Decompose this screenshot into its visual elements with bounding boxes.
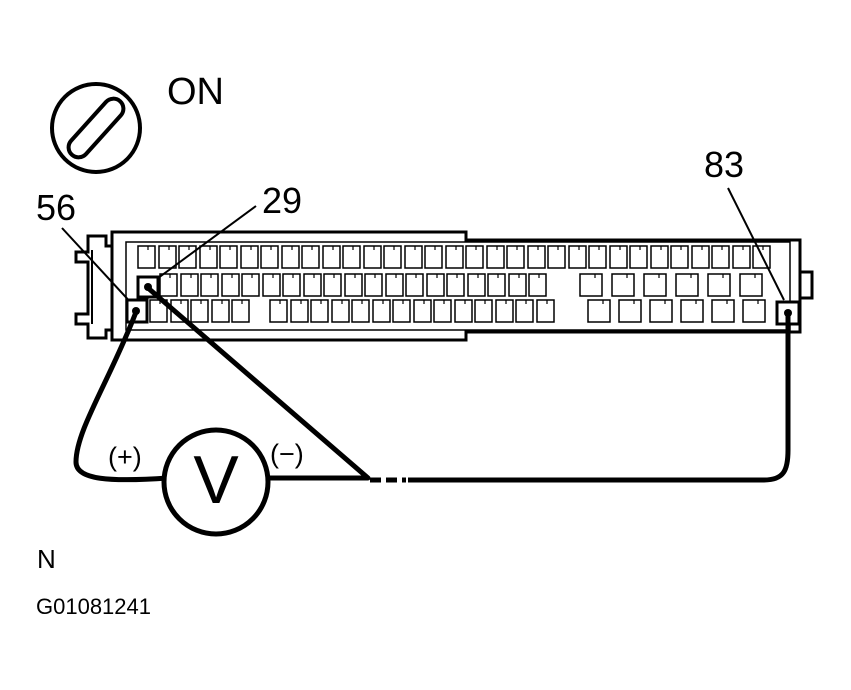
connector-cavity: [342, 245, 361, 269]
pin-label-29: 29: [262, 180, 303, 221]
connector-cavity: [618, 299, 642, 323]
negative-polarity-label: (−): [270, 439, 304, 469]
connector-cavity: [433, 299, 452, 323]
connector-cavity: [536, 299, 555, 323]
voltmeter-symbol: V: [193, 442, 239, 518]
connector-cavity: [260, 245, 279, 269]
connector-cavity: [629, 245, 648, 269]
voltmeter-icon: [161, 427, 271, 537]
connector-cavity: [385, 273, 404, 297]
connector-cavity: [445, 245, 464, 269]
connector-cavity: [691, 245, 710, 269]
connector-cavity: [587, 299, 611, 323]
connector-cavity: [515, 299, 534, 323]
connector-cavity: [219, 245, 238, 269]
connector-housing: [74, 230, 814, 342]
ignition-on-label: ON: [167, 71, 224, 113]
connector-cavity: [588, 245, 607, 269]
connector-cavity: [609, 245, 628, 269]
connector-cavity: [180, 273, 199, 297]
negative-test-lead: [146, 286, 371, 481]
pin-label-83: 83: [704, 144, 745, 185]
connector-cavity: [290, 299, 309, 323]
connector-cavity: [405, 273, 424, 297]
connector-cavity: [506, 245, 525, 269]
connector-cavity: [649, 299, 673, 323]
connector-cavity: [199, 245, 218, 269]
ignition-key-icon: [50, 82, 142, 174]
connector-cavity: [241, 273, 260, 297]
connector-cavity: [707, 273, 731, 297]
leader-line-29: [149, 205, 257, 285]
connector-cavity: [711, 245, 730, 269]
connector-cavity: [643, 273, 667, 297]
connector-cavity: [527, 245, 546, 269]
connector-cavity: [579, 273, 603, 297]
positive-test-lead: [73, 311, 169, 483]
connector-cavity: [742, 299, 766, 323]
connector-cavity: [392, 299, 411, 323]
connector-cavity: [331, 299, 350, 323]
connector-cavity: [404, 245, 423, 269]
connector-cavity: [650, 245, 669, 269]
connector-cavity: [487, 273, 506, 297]
connector-cavity: [680, 299, 704, 323]
connector-cavity: [568, 245, 587, 269]
connector-cavity: [508, 273, 527, 297]
leader-line-56: [61, 227, 135, 307]
connector-cavity: [323, 273, 342, 297]
connector-cavity: [732, 245, 751, 269]
connector-cavity: [486, 245, 505, 269]
connector-cavity: [351, 299, 370, 323]
connector-cavity: [372, 299, 391, 323]
connector-cavity: [240, 245, 259, 269]
connector-cavity: [711, 299, 735, 323]
connector-cavity: [454, 299, 473, 323]
connector-cavity: [231, 299, 250, 323]
connector-cavity: [670, 245, 689, 269]
connector-cavity: [363, 245, 382, 269]
code-letter: N: [37, 544, 56, 574]
positive-polarity-label: (+): [108, 442, 142, 472]
connector-cavity: [426, 273, 445, 297]
connector-cavity: [467, 273, 486, 297]
connector-cavity: [547, 245, 566, 269]
connector-cavity: [344, 273, 363, 297]
connector-cavities: [137, 245, 771, 323]
connector-cavity: [528, 273, 547, 297]
connector-cavity: [413, 299, 432, 323]
connector-cavity: [611, 273, 635, 297]
connector-cavity: [200, 273, 219, 297]
connector-cavity: [446, 273, 465, 297]
connector-cavity: [221, 273, 240, 297]
connector-cavity: [211, 299, 230, 323]
connector-cavity: [465, 245, 484, 269]
connector-cavity: [262, 273, 281, 297]
pin-label-56: 56: [36, 187, 77, 228]
ground-test-lead: [408, 313, 791, 483]
connector-cavity: [495, 299, 514, 323]
leader-line-83: [727, 187, 785, 301]
connector-cavity: [364, 273, 383, 297]
connector-cavity: [322, 245, 341, 269]
connector-cavity: [301, 245, 320, 269]
connector-cavity: [282, 273, 301, 297]
connector-cavity: [739, 273, 763, 297]
connector-cavity: [383, 245, 402, 269]
connector-cavity: [158, 245, 177, 269]
connector-cavity: [190, 299, 209, 323]
connector-cavity: [159, 273, 178, 297]
figure-id: G01081241: [36, 594, 151, 619]
connector-cavity: [474, 299, 493, 323]
connector-cavity: [269, 299, 288, 323]
connector-cavity: [675, 273, 699, 297]
probe-pin-56: [125, 298, 149, 324]
connector-cavity: [303, 273, 322, 297]
connector-cavity: [281, 245, 300, 269]
connector-cavity: [137, 245, 156, 269]
connector-cavity: [424, 245, 443, 269]
connector-cavity: [310, 299, 329, 323]
